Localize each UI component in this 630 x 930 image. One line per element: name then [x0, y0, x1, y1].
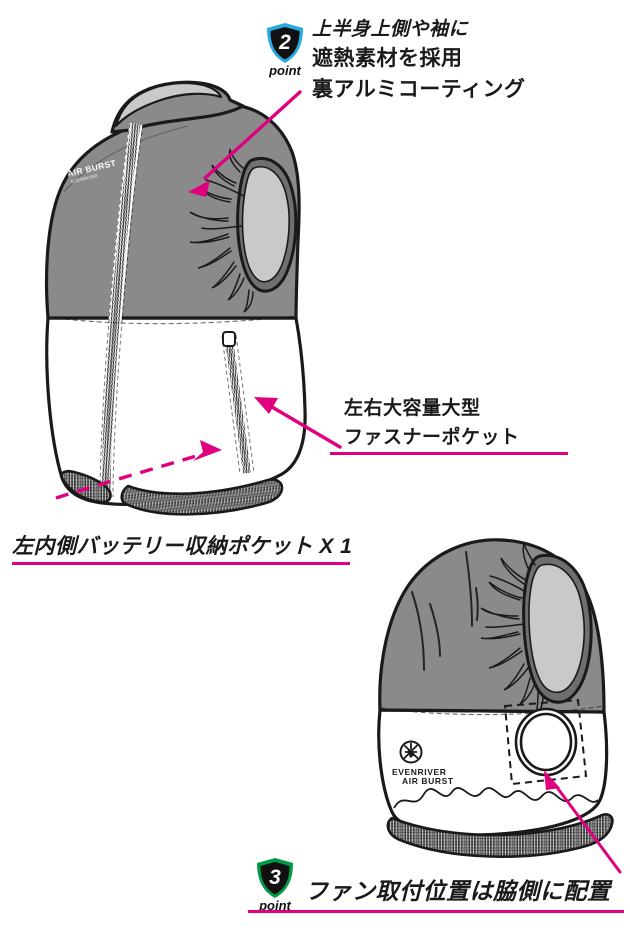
fan-opening-inner	[519, 712, 573, 772]
svg-text:EVENRIVER: EVENRIVER	[392, 767, 447, 777]
arrow-battery-pocket	[55, 440, 222, 500]
svg-text:AIR BURST: AIR BURST	[402, 776, 454, 786]
battery-line-1: 左内側バッテリー収納ポケット X 1	[12, 535, 353, 558]
front-armhole-opening	[241, 166, 290, 283]
point2-line-1: 上半身上側や袖に	[312, 19, 469, 40]
point2-line-2: 遮熱素材を採用	[312, 47, 463, 70]
shield-icon: 2	[265, 22, 305, 66]
callout-battery-text: 左内側バッテリー収納ポケット X 1	[12, 530, 352, 560]
point2-line-3: 裏アルミコーティング	[312, 78, 526, 101]
point3-badge: 3 point	[252, 857, 298, 913]
front-zipper-stitch-right	[112, 124, 144, 498]
back-hem-band	[386, 813, 614, 858]
arrow-zip-pocket	[254, 397, 342, 449]
arrow-upper-body	[188, 90, 302, 197]
front-armhole-gathers	[189, 147, 254, 313]
callout-point3-text: ファン取付位置は脇側に配置	[305, 872, 611, 906]
front-zip-pocket-puller	[222, 331, 236, 347]
callout-point2-text: 上半身上側や袖に 遮熱素材を採用 裏アルミコーティング	[312, 14, 526, 103]
shield-icon: 3	[255, 857, 295, 901]
back-armhole-opening	[528, 563, 585, 693]
front-hem-left-cap	[60, 469, 112, 504]
front-hem-band	[120, 478, 284, 516]
front-zip-pocket	[221, 331, 255, 475]
point2-badge: 2 point	[262, 22, 308, 78]
pocket-line-2: ファスナーポケット	[344, 427, 520, 448]
front-zipper-stitch-left	[99, 123, 131, 497]
pocket-underline	[330, 452, 568, 455]
point3-line-1: ファン取付位置は脇側に配置	[305, 878, 611, 904]
point3-underline	[248, 910, 624, 913]
svg-text:EVENRIVER: EVENRIVER	[71, 173, 99, 184]
battery-underline	[12, 562, 350, 565]
back-brand-logo: EVENRIVER AIR BURST	[392, 740, 454, 786]
arrow-fan-position	[544, 770, 622, 874]
pocket-line-1: 左右大容量大型	[344, 398, 481, 419]
garment-front-view: AIR BURST EVENRIVER	[44, 80, 342, 516]
callout-pocket-text: 左右大容量大型 ファスナーポケット	[344, 393, 520, 449]
garment-back-view: EVENRIVER AIR BURST	[377, 538, 622, 874]
front-collar-inner	[114, 81, 223, 128]
point2-label: point	[269, 63, 301, 78]
point3-label: point	[259, 898, 291, 913]
